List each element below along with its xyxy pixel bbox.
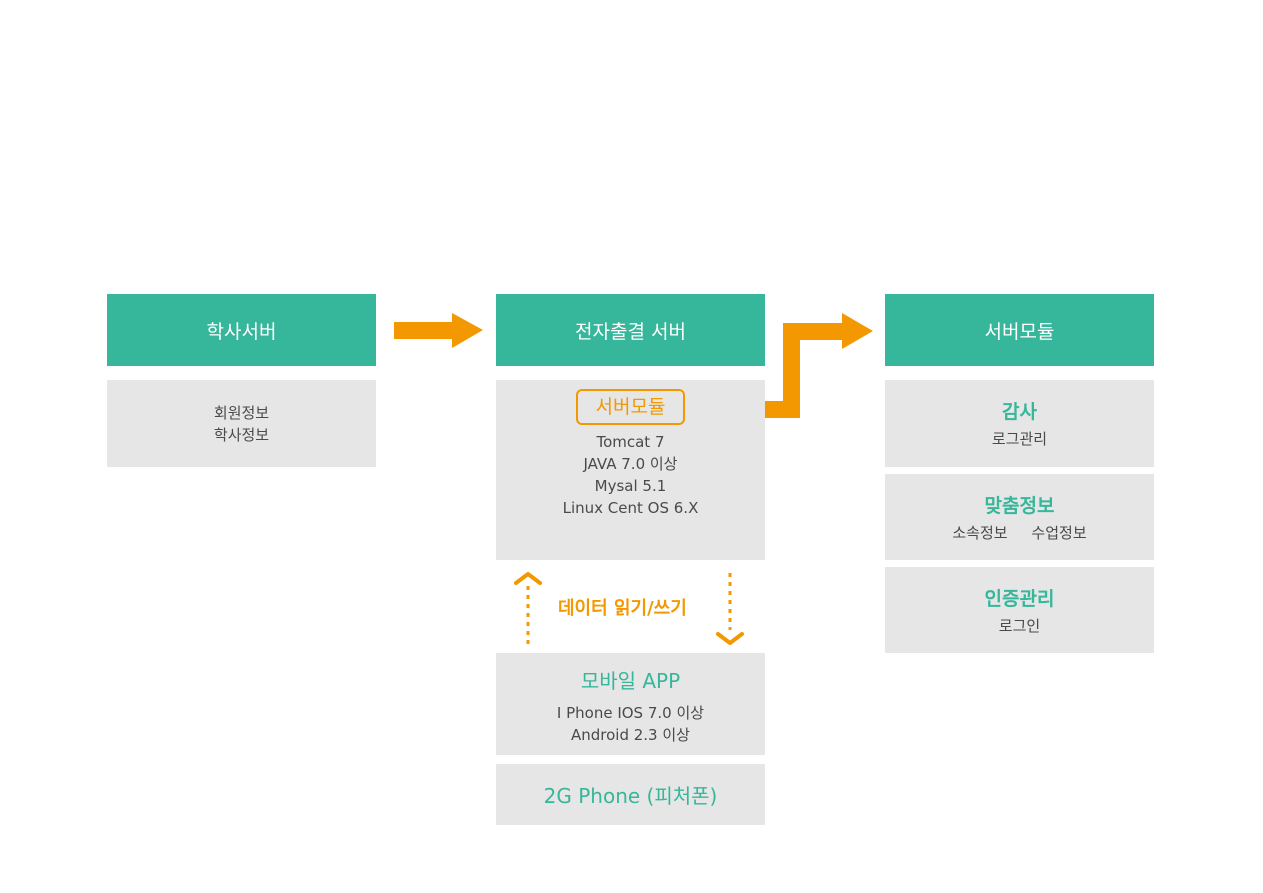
module-auth-title: 인증관리 (984, 587, 1055, 610)
data-read-write-label: 데이터 읽기/쓰기 (558, 598, 687, 619)
mobile-app-box: 모바일 APP I Phone IOS 7.0 이상 Android 2.3 이… (496, 653, 765, 755)
module-custom-info-sub: 소속정보 수업정보 (952, 523, 1087, 542)
module-custom-info-title: 맞춤정보 (984, 494, 1055, 517)
arrow-academic-to-attendance (394, 313, 483, 348)
server-module-header: 서버모듈 (885, 294, 1154, 366)
academic-line-member: 회원정보 (213, 403, 270, 422)
mobile-req-iphone: I Phone IOS 7.0 이상 (556, 704, 705, 722)
academic-server-header: 학사서버 (107, 294, 376, 366)
module-audit-title: 감사 (1002, 401, 1037, 423)
feature-phone-box: 2G Phone (피처폰) (496, 764, 765, 825)
academic-server-title: 학사서버 (206, 320, 277, 343)
attendance-spec-box: 서버모듈 Tomcat 7 JAVA 7.0 이상 Mysal 5.1 Linu… (496, 380, 765, 560)
dotted-arrow-up (514, 572, 542, 644)
mobile-app-title: 모바일 APP (580, 669, 681, 693)
spec-tomcat: Tomcat 7 (596, 433, 665, 451)
module-custom-info-box: 맞춤정보 소속정보 수업정보 (885, 474, 1154, 560)
spec-linux: Linux Cent OS 6.X (562, 499, 699, 517)
spec-list: Tomcat 7 JAVA 7.0 이상 Mysal 5.1 Linux Cen… (563, 431, 699, 519)
server-module-tag: 서버모듈 (575, 389, 686, 425)
mobile-req-android: Android 2.3 이상 (570, 726, 690, 744)
spec-mysql: Mysal 5.1 (594, 477, 667, 495)
mobile-app-requirements: I Phone IOS 7.0 이상 Android 2.3 이상 (557, 702, 704, 746)
module-audit-sub: 로그관리 (991, 430, 1048, 448)
spec-java: JAVA 7.0 이상 (583, 455, 678, 473)
attendance-server-title: 전자출결 서버 (575, 320, 686, 343)
module-auth-box: 인증관리 로그인 (885, 567, 1154, 653)
academic-info-box: 회원정보 학사정보 (107, 380, 376, 467)
dotted-arrow-down (716, 573, 744, 645)
server-module-title: 서버모듈 (984, 320, 1055, 343)
academic-line-academic: 학사정보 (213, 425, 270, 444)
module-auth-sub: 로그인 (998, 616, 1041, 635)
attendance-server-header: 전자출결 서버 (496, 294, 765, 366)
module-audit-box: 감사 로그관리 (885, 380, 1154, 467)
feature-phone-title: 2G Phone (피처폰) (543, 784, 718, 808)
